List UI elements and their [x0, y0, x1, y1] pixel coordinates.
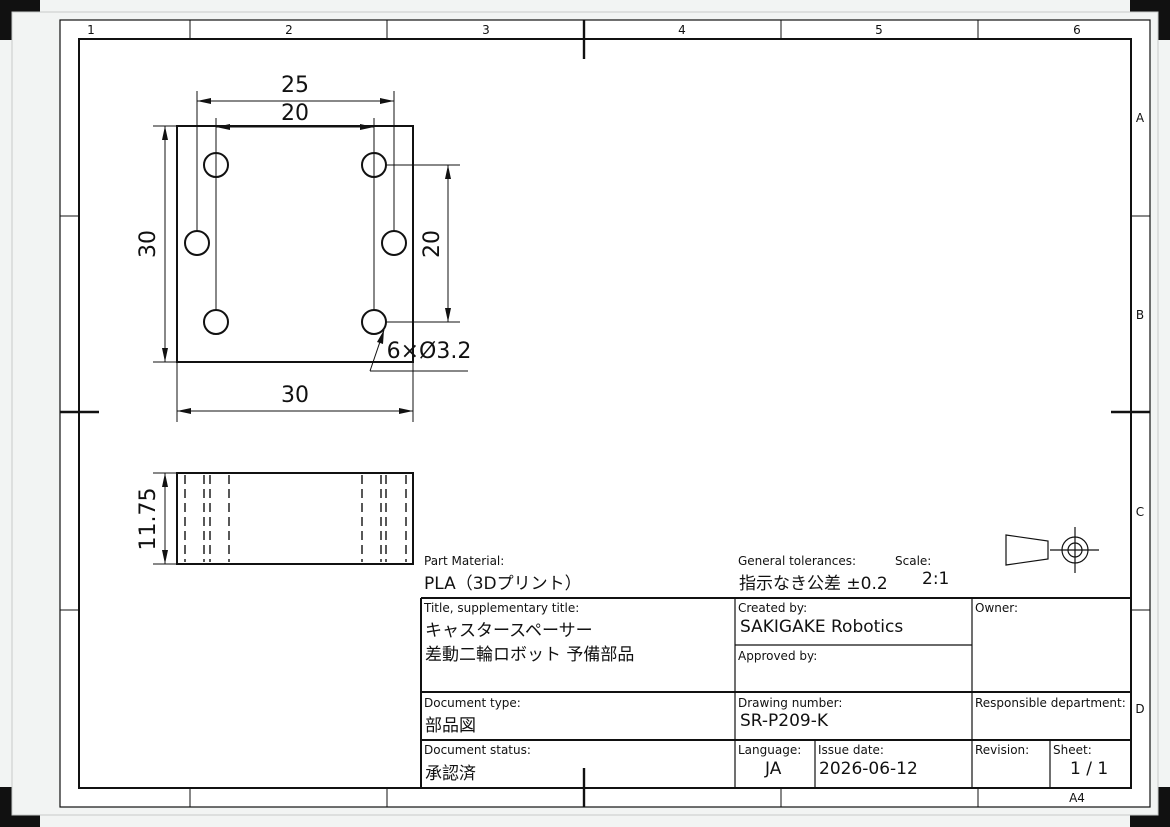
zone-col-3: 3 [482, 23, 490, 37]
material-label: Part Material: [424, 554, 505, 568]
issue-date-value: 2026-06-12 [819, 759, 918, 779]
status-label: Document status: [424, 743, 531, 757]
zone-row-c: C [1136, 505, 1144, 519]
title-block-grid [420, 597, 1131, 788]
zone-row-b: B [1136, 308, 1144, 322]
created-value: SAKIGAKE Robotics [740, 617, 904, 637]
doctype-label: Document type: [424, 696, 521, 710]
zone-col-6: 6 [1073, 23, 1081, 37]
sheet-value: 1 / 1 [1070, 759, 1109, 779]
zone-col-2: 2 [285, 23, 293, 37]
resp-dept-label: Responsible department: [975, 696, 1126, 710]
side-view [153, 472, 414, 565]
dim-side-height: 11.75 [136, 488, 161, 551]
dim-bottom-width: 30 [281, 383, 309, 408]
zone-ticks [60, 20, 1150, 807]
top-view [153, 91, 468, 422]
zone-row-a: A [1136, 111, 1145, 125]
approved-label: Approved by: [738, 649, 818, 663]
language-label: Language: [738, 743, 802, 757]
sheet-label: Sheet: [1053, 743, 1092, 757]
dim-hole-callout: 6×Ø3.2 [387, 339, 472, 364]
inner-frame [78, 38, 1132, 789]
created-label: Created by: [738, 601, 808, 615]
zone-col-1: 1 [87, 23, 95, 37]
zone-row-d: D [1135, 702, 1144, 716]
drawing-number-value: SR-P209-K [740, 711, 829, 731]
centering-marks [60, 20, 1150, 807]
issue-date-label: Issue date: [818, 743, 884, 757]
paper-size: A4 [1069, 791, 1085, 805]
status-value: 承認済 [425, 764, 476, 784]
projection-symbol-icon [1005, 527, 1099, 573]
title-line-2: 差動二輪ロボット 予備部品 [425, 645, 635, 665]
dim-right-height: 20 [420, 230, 445, 258]
dim-top-outer: 25 [281, 73, 309, 98]
tolerance-value: 指示なき公差 ±0.2 [739, 574, 888, 594]
title-label: Title, supplementary title: [424, 601, 580, 615]
language-value: JA [765, 759, 782, 779]
dim-top-inner: 20 [281, 101, 309, 126]
zone-col-5: 5 [875, 23, 883, 37]
doctype-value: 部品図 [425, 716, 476, 736]
revision-label: Revision: [975, 743, 1030, 757]
tolerance-label: General tolerances: [738, 554, 857, 568]
material-value: PLA（3Dプリント） [424, 574, 582, 594]
dim-left-height: 30 [136, 230, 161, 258]
title-line-1: キャスタースペーサー [425, 621, 593, 641]
scale-value: 2:1 [922, 569, 950, 589]
owner-label: Owner: [975, 601, 1019, 615]
scale-label: Scale: [895, 554, 932, 568]
zone-col-4: 4 [678, 23, 686, 37]
drawing-number-label: Drawing number: [738, 696, 843, 710]
